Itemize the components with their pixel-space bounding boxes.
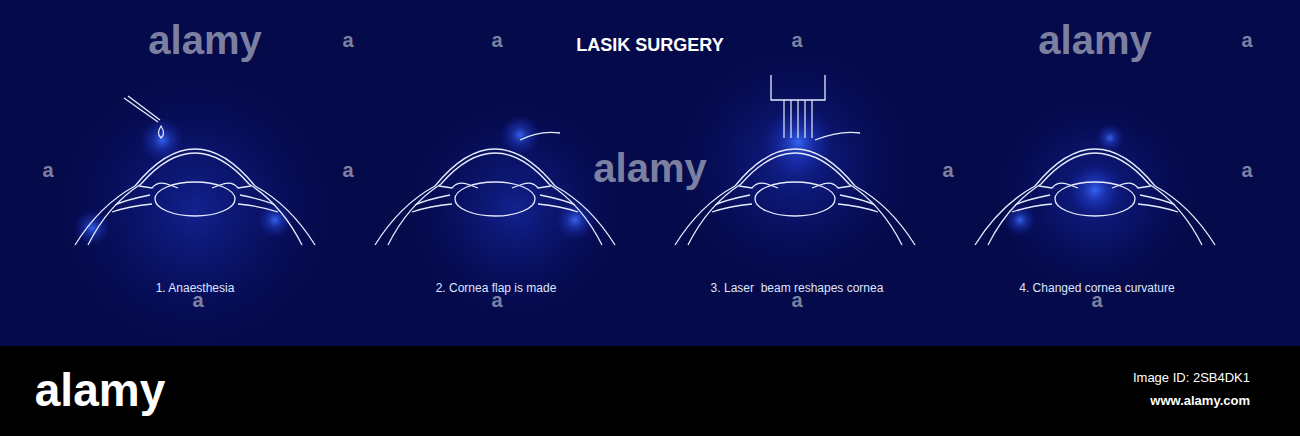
watermark-mark: a bbox=[342, 159, 353, 181]
watermark-mark: a bbox=[791, 289, 802, 311]
watermark-mark: a bbox=[942, 159, 953, 181]
watermark: alamy bbox=[148, 18, 261, 62]
diagram-title: LASIK SURGERY bbox=[576, 36, 723, 56]
watermark-mark: a bbox=[342, 29, 353, 51]
watermark: alamy bbox=[1038, 18, 1151, 62]
image-id: Image ID: 2SB4DK1 bbox=[1133, 371, 1250, 385]
watermark-mark: a bbox=[1241, 159, 1252, 181]
watermark-mark: a bbox=[1091, 289, 1102, 311]
watermark-mark: a bbox=[192, 289, 203, 311]
watermark-mark: a bbox=[1241, 29, 1252, 51]
watermark-mark: a bbox=[791, 29, 802, 51]
watermark-mark: a bbox=[491, 289, 502, 311]
site-url: www.alamy.com bbox=[1150, 394, 1250, 408]
watermark-mark: a bbox=[491, 29, 502, 51]
watermark: alamy bbox=[593, 146, 706, 190]
footer-bar bbox=[0, 346, 1300, 436]
alamy-logo: alamy bbox=[35, 365, 165, 416]
watermark-mark: a bbox=[42, 159, 53, 181]
